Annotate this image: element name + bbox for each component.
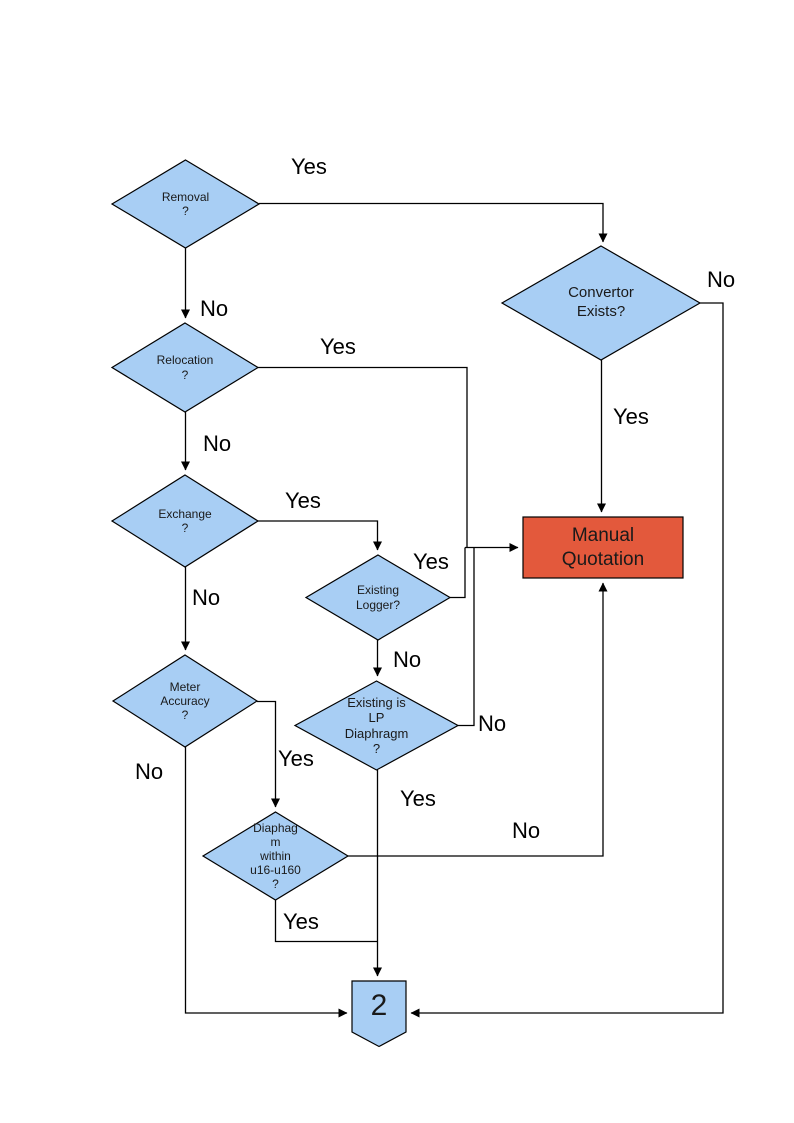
decision-exchange-shape: [110, 474, 260, 568]
decision-removal-shape: [110, 159, 261, 249]
decision-existing-lp-diaphragm-shape: [293, 680, 460, 771]
edge-logger-yes: [450, 547, 466, 599]
edge-relocation-yes: [258, 366, 468, 548]
edge-exchange-yes: [258, 520, 382, 551]
edge-diaphragm-no: [348, 582, 608, 857]
offpage-connector-shape: [351, 980, 407, 1048]
flowchart-edges: [181, 202, 724, 1018]
edge-removal-yes: [259, 202, 608, 243]
edge-meter-yes: [257, 700, 280, 808]
edge-lp-no: [458, 547, 475, 727]
edge-meter-no: [184, 747, 348, 1018]
decision-meter-accuracy-shape: [111, 654, 259, 748]
decision-diaphragm-within-range-shape: [201, 811, 350, 901]
flowchart-shapes: [110, 159, 702, 1048]
edge-diaphragm-yes: [274, 900, 377, 943]
decision-convertor-exists-shape: [500, 245, 702, 361]
decision-existing-logger-shape: [304, 554, 452, 641]
decision-relocation-shape: [110, 322, 260, 413]
process-manual-quotation-shape: [522, 516, 684, 579]
edge-convertor-no: [410, 302, 724, 1018]
